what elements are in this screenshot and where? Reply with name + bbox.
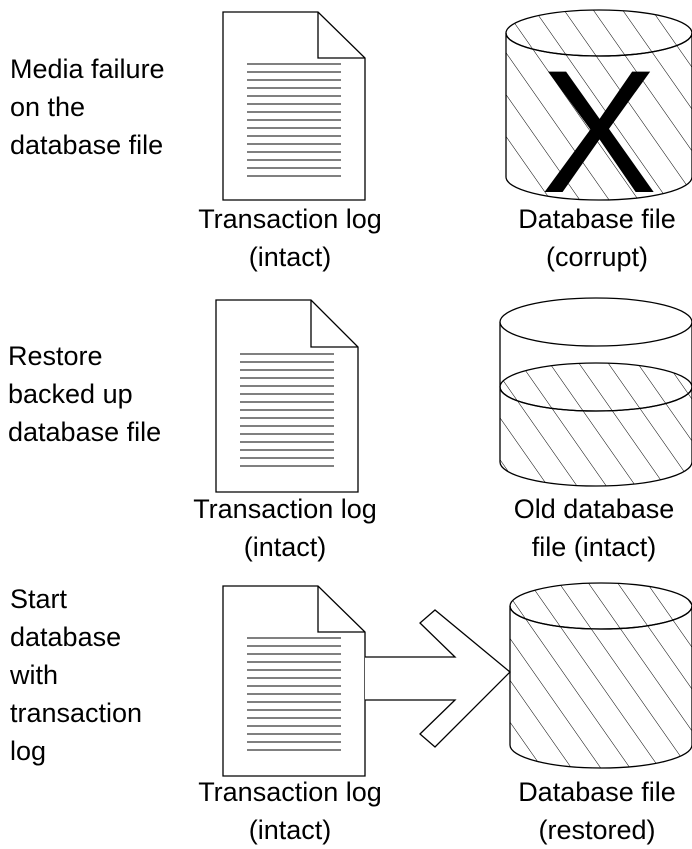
document-icon: [222, 11, 366, 201]
database-cylinder-icon: [505, 9, 692, 201]
step-media-failure: Media failure on the database file: [0, 0, 692, 285]
database-cylinder-icon: [509, 582, 692, 769]
document-icon: [222, 585, 366, 777]
document-icon: [215, 299, 359, 493]
step-label: Restore backed up database file: [8, 341, 162, 447]
step-1-artwork: X: [222, 9, 692, 230]
corrupt-x-mark: X: [541, 35, 658, 230]
log-caption: Transaction log (intact): [193, 494, 377, 562]
arrow-right-icon: [365, 609, 511, 748]
database-caption: Database file (restored): [518, 777, 676, 845]
step-3-artwork: [222, 582, 692, 777]
log-caption: Transaction log (intact): [198, 204, 382, 272]
step-start-with-log: Start database with transaction log: [0, 580, 692, 847]
database-caption: Old database file (intact): [513, 494, 675, 562]
database-caption: Database file (corrupt): [518, 204, 676, 272]
step-label: Start database with transaction log: [10, 584, 143, 766]
step-label: Media failure on the database file: [10, 54, 165, 160]
step-restore-backup: Restore backed up database file: [0, 290, 692, 575]
log-caption: Transaction log (intact): [198, 777, 382, 845]
database-cylinder-icon: [499, 297, 692, 487]
step-2-artwork: [215, 297, 692, 493]
